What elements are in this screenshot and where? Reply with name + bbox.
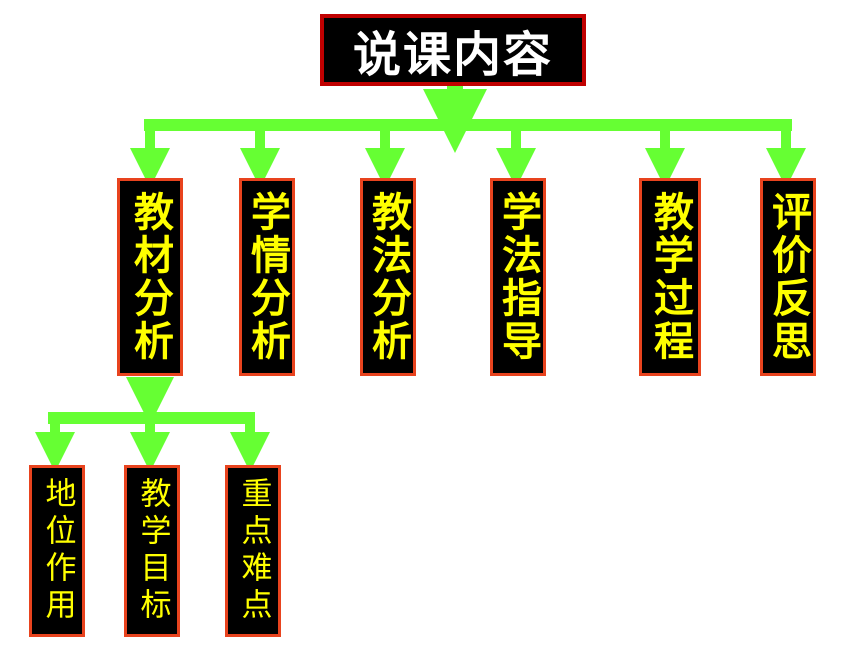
category-label: 学情分析 bbox=[244, 191, 290, 363]
subtopic-box-teaching-objectives: 教学目标 bbox=[124, 465, 180, 637]
category-label: 教材分析 bbox=[127, 191, 173, 363]
category-label: 评价反思 bbox=[765, 191, 811, 363]
subtopic-box-key-difficult-points: 重点难点 bbox=[225, 465, 281, 637]
title-box: 说课内容 bbox=[320, 14, 586, 86]
category-box-learner-analysis: 学情分析 bbox=[239, 178, 295, 376]
category-box-learning-method-guidance: 学法指导 bbox=[490, 178, 546, 376]
subtopic-label: 教学目标 bbox=[134, 477, 171, 625]
category-label: 教学过程 bbox=[647, 191, 693, 363]
category-box-teaching-method-analysis: 教法分析 bbox=[360, 178, 416, 376]
subtopic-box-status-role: 地位作用 bbox=[29, 465, 85, 637]
subtopic-label: 重点难点 bbox=[235, 477, 272, 625]
category-box-teaching-process: 教学过程 bbox=[639, 178, 701, 376]
category-label: 学法指导 bbox=[495, 191, 541, 363]
subtopic-label: 地位作用 bbox=[39, 477, 76, 625]
diagram-title: 说课内容 bbox=[352, 27, 553, 83]
category-box-textbook-analysis: 教材分析 bbox=[117, 178, 183, 376]
category-label: 教法分析 bbox=[365, 191, 411, 363]
category-box-evaluation-reflection: 评价反思 bbox=[760, 178, 816, 376]
